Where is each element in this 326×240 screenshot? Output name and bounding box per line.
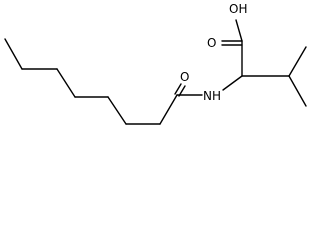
octyl-chain (4, 38, 178, 125)
carboxyl-group (221, 19, 243, 77)
bond-c-oh (235, 19, 243, 42)
bond-cbeta-cgamma2 (288, 75, 307, 107)
amide-nitrogen-label: NH (203, 89, 221, 103)
bond-c1-c2 (4, 38, 23, 70)
amide-group (174, 75, 243, 97)
bond-amide-co-1 (174, 83, 182, 95)
hydroxyl-label: OH (229, 2, 247, 16)
amide-carbonyl-oxygen-label: O (180, 70, 189, 84)
isopropyl-group (241, 46, 307, 107)
bond-c3-c4 (56, 68, 76, 98)
acid-carbonyl-oxygen-label: O (207, 36, 216, 50)
bond-c5-c6 (107, 96, 127, 125)
bond-n-calpha (222, 75, 243, 91)
bond-cbeta-cgamma1 (288, 46, 307, 77)
bond-c7-c8 (159, 94, 178, 125)
chemical-structure: OH O O NH (4, 2, 307, 125)
